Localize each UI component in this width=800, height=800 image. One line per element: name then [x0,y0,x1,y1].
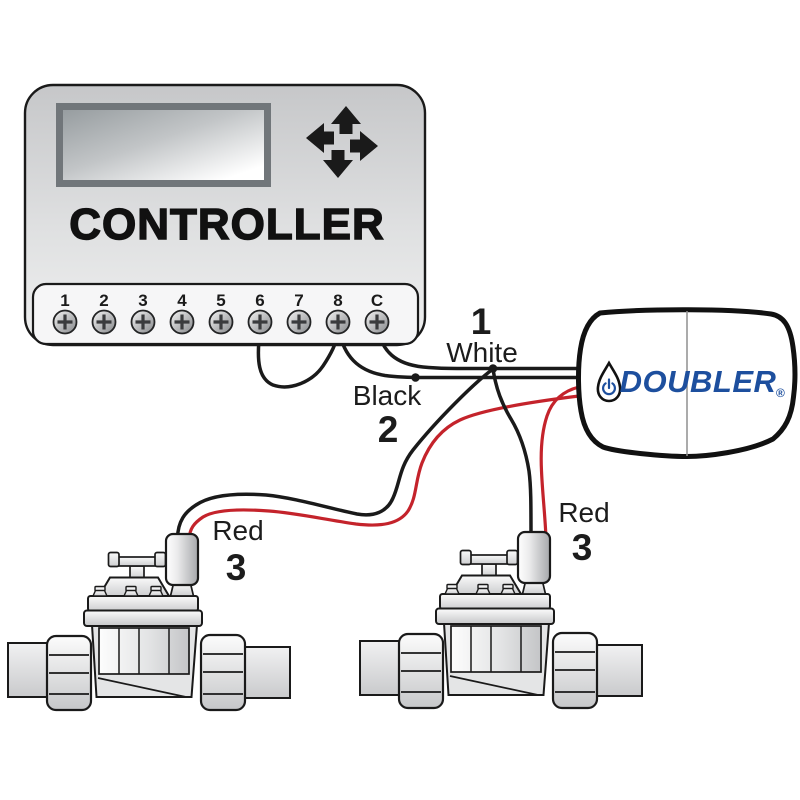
red-wire-label-left: Red [212,515,263,546]
white-wire-label: White [446,337,518,368]
white-junction-dot [488,364,498,373]
terminal-screw-C [364,309,390,335]
doubler-red-wire-left-valve [187,394,580,539]
terminal-screws [52,309,390,335]
jumper-wire-terminals-6-8 [256,330,341,389]
terminal-label-5: 5 [216,291,225,310]
terminal-screw-3 [130,309,156,335]
common-branch-left-valve-wire [175,367,495,539]
doubler-device: DOUBLER ® [576,307,798,459]
terminal-screw-2 [91,309,117,335]
four-way-arrow-icon [306,106,378,178]
valve-left [6,532,292,712]
common-wire-white [376,330,585,371]
terminal-label-3: 3 [138,291,147,310]
step-2-number: 2 [378,409,399,450]
terminal-label-6: 6 [255,291,264,310]
terminal-label-C: C [371,291,383,310]
terminal-label-1: 1 [60,291,69,310]
red-wire-label-right: Red [558,497,609,528]
controller-title: CONTROLLER [69,200,385,249]
wires [175,330,585,539]
terminal-label-7: 7 [294,291,303,310]
terminal-screw-7 [286,309,312,335]
doubler-registered-mark: ® [776,386,785,400]
lcd-display [63,110,264,180]
terminal-screw-1 [52,309,78,335]
terminal-screw-5 [208,309,234,335]
terminal-screw-6 [247,309,273,335]
terminal-label-8: 8 [333,291,342,310]
step-3-number-left: 3 [226,547,247,588]
black-splice-dot [411,373,420,382]
black-wire-label: Black [353,380,422,411]
terminal-screw-4 [169,309,195,335]
terminal-label-2: 2 [99,291,108,310]
step-3-number-right: 3 [572,527,593,568]
terminal-strip: 1 2 3 4 5 6 7 8 C [31,282,420,346]
terminal-screw-8 [325,309,351,335]
water-drop-power-icon [596,360,622,403]
terminal-label-4: 4 [177,291,187,310]
doubler-brand-text: DOUBLER [620,364,777,399]
wire-labels: 1 White Black 2 Red 3 Red 3 [212,301,609,588]
valve-right [358,530,644,710]
controller: CONTROLLER 1 2 3 4 5 6 7 8 C [23,83,427,347]
common-branch-right-valve-wire [491,368,533,539]
step-1-number: 1 [471,301,492,342]
